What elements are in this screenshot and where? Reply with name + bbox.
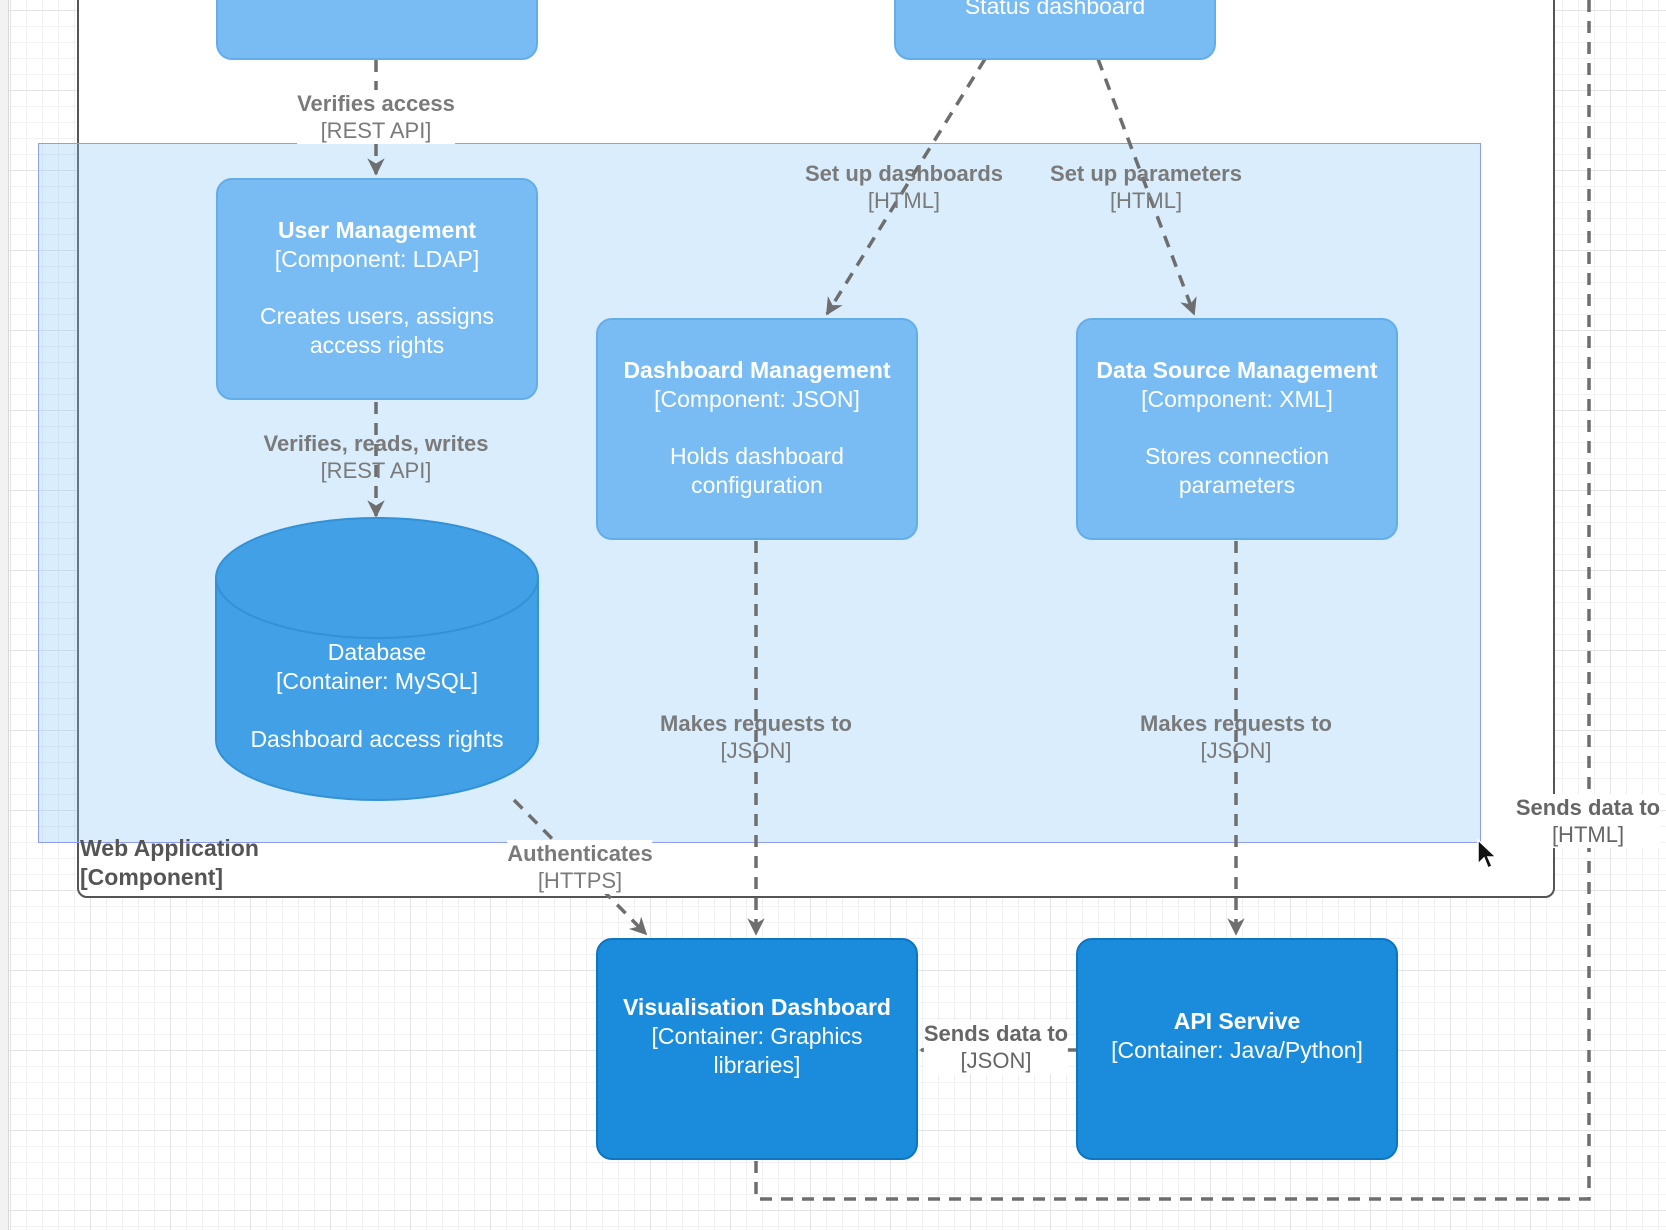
label-protocol: [JSON] [1200, 738, 1272, 763]
label-set-up-parameters[interactable]: Set up parameters [HTML] [1050, 160, 1242, 214]
label-protocol: [HTML] [1515, 821, 1661, 848]
label-protocol: [JSON] [923, 1047, 1069, 1074]
label-text: Set up parameters [1050, 161, 1242, 186]
web-application-boundary-label: Web Application [Component] [80, 834, 259, 892]
authorisation-login-label: Authorisation & Login [218, 0, 536, 13]
dashboard-management-component[interactable]: Dashboard Management [Component: JSON] H… [596, 318, 918, 540]
dashboard-management-title: Dashboard Management [623, 357, 891, 383]
label-verifies-reads-writes[interactable]: Verifies, reads, writes [REST API] [263, 430, 488, 484]
data-source-management-title: Data Source Management [1096, 357, 1378, 383]
label-set-up-dashboards[interactable]: Set up dashboards [HTML] [805, 160, 1003, 214]
user-management-component[interactable]: User Management [Component: LDAP] Create… [216, 178, 538, 400]
label-sends-data-html[interactable]: Sends data to [HTML] [1515, 794, 1661, 848]
label-protocol: [HTML] [1109, 188, 1183, 213]
label-protocol: [HTML] [867, 188, 941, 213]
visualisation-dashboard-type-2: libraries] [713, 1051, 801, 1078]
database-desc: Dashboard access rights [250, 726, 504, 752]
status-dashboard-box[interactable]: Status dashboard [894, 0, 1216, 60]
label-text: Sends data to [923, 1020, 1069, 1047]
label-text: Authenticates [507, 840, 653, 867]
user-management-desc-2: access rights [309, 332, 445, 358]
label-text: Set up dashboards [804, 161, 1004, 186]
api-service-container[interactable]: API Servive [Container: Java/Python] [1076, 938, 1398, 1160]
canvas-left-edge [0, 0, 9, 1230]
label-sends-data-json[interactable]: Sends data to [JSON] [923, 1020, 1069, 1074]
visualisation-dashboard-container[interactable]: Visualisation Dashboard [Container: Grap… [596, 938, 918, 1160]
database-type: [Container: MySQL] [276, 668, 478, 694]
data-source-management-component[interactable]: Data Source Management [Component: XML] … [1076, 318, 1398, 540]
label-text: Verifies access [297, 90, 455, 117]
data-source-management-type: [Component: XML] [1141, 386, 1333, 412]
boundary-name: Web Application [80, 835, 259, 861]
label-authenticates[interactable]: Authenticates [HTTPS] [507, 840, 653, 894]
label-datasource-makes-requests[interactable]: Makes requests to [JSON] [1140, 710, 1332, 764]
label-text: Makes requests to [660, 711, 852, 736]
label-protocol: [REST API] [297, 117, 455, 144]
data-source-management-desc-1: Stores connection [1144, 443, 1330, 469]
user-management-type: [Component: LDAP] [274, 246, 480, 272]
label-protocol: [JSON] [720, 738, 792, 763]
user-management-desc-1: Creates users, assigns [260, 303, 494, 329]
dashboard-management-desc-2: configuration [691, 472, 823, 498]
spacer [217, 696, 537, 725]
dashboard-management-desc-1: Holds dashboard [670, 443, 844, 469]
boundary-type: [Component] [80, 864, 224, 890]
authorisation-login-box[interactable]: Authorisation & Login [216, 0, 538, 60]
mouse-cursor-icon [1477, 838, 1498, 870]
edge-set-up-dashboards[interactable] [825, 58, 987, 316]
database-title: Database [327, 639, 427, 665]
status-dashboard-label: Status dashboard [964, 0, 1146, 19]
edge-set-up-parameters[interactable] [1096, 58, 1197, 316]
label-text: Verifies, reads, writes [263, 431, 489, 456]
label-verifies-access[interactable]: Verifies access [REST API] [297, 90, 455, 144]
label-protocol: [REST API] [320, 458, 432, 483]
label-protocol: [HTTPS] [507, 867, 653, 894]
database-cylinder[interactable] [214, 516, 540, 802]
label-dashboard-makes-requests[interactable]: Makes requests to [JSON] [660, 710, 852, 764]
user-management-title: User Management [277, 217, 477, 243]
label-text: Sends data to [1515, 794, 1661, 821]
api-service-type: [Container: Java/Python] [1111, 1037, 1363, 1063]
label-text: Makes requests to [1140, 711, 1332, 736]
dashboard-management-type: [Component: JSON] [654, 386, 860, 412]
edge-sends-data-html[interactable] [754, 0, 1591, 1201]
visualisation-dashboard-title: Visualisation Dashboard [623, 993, 891, 1020]
visualisation-dashboard-type-1: [Container: Graphics [651, 1022, 863, 1049]
data-source-management-desc-2: parameters [1178, 472, 1296, 498]
database-text: Database [Container: MySQL] Dashboard ac… [217, 638, 537, 754]
api-service-title: API Servive [1173, 1008, 1301, 1034]
